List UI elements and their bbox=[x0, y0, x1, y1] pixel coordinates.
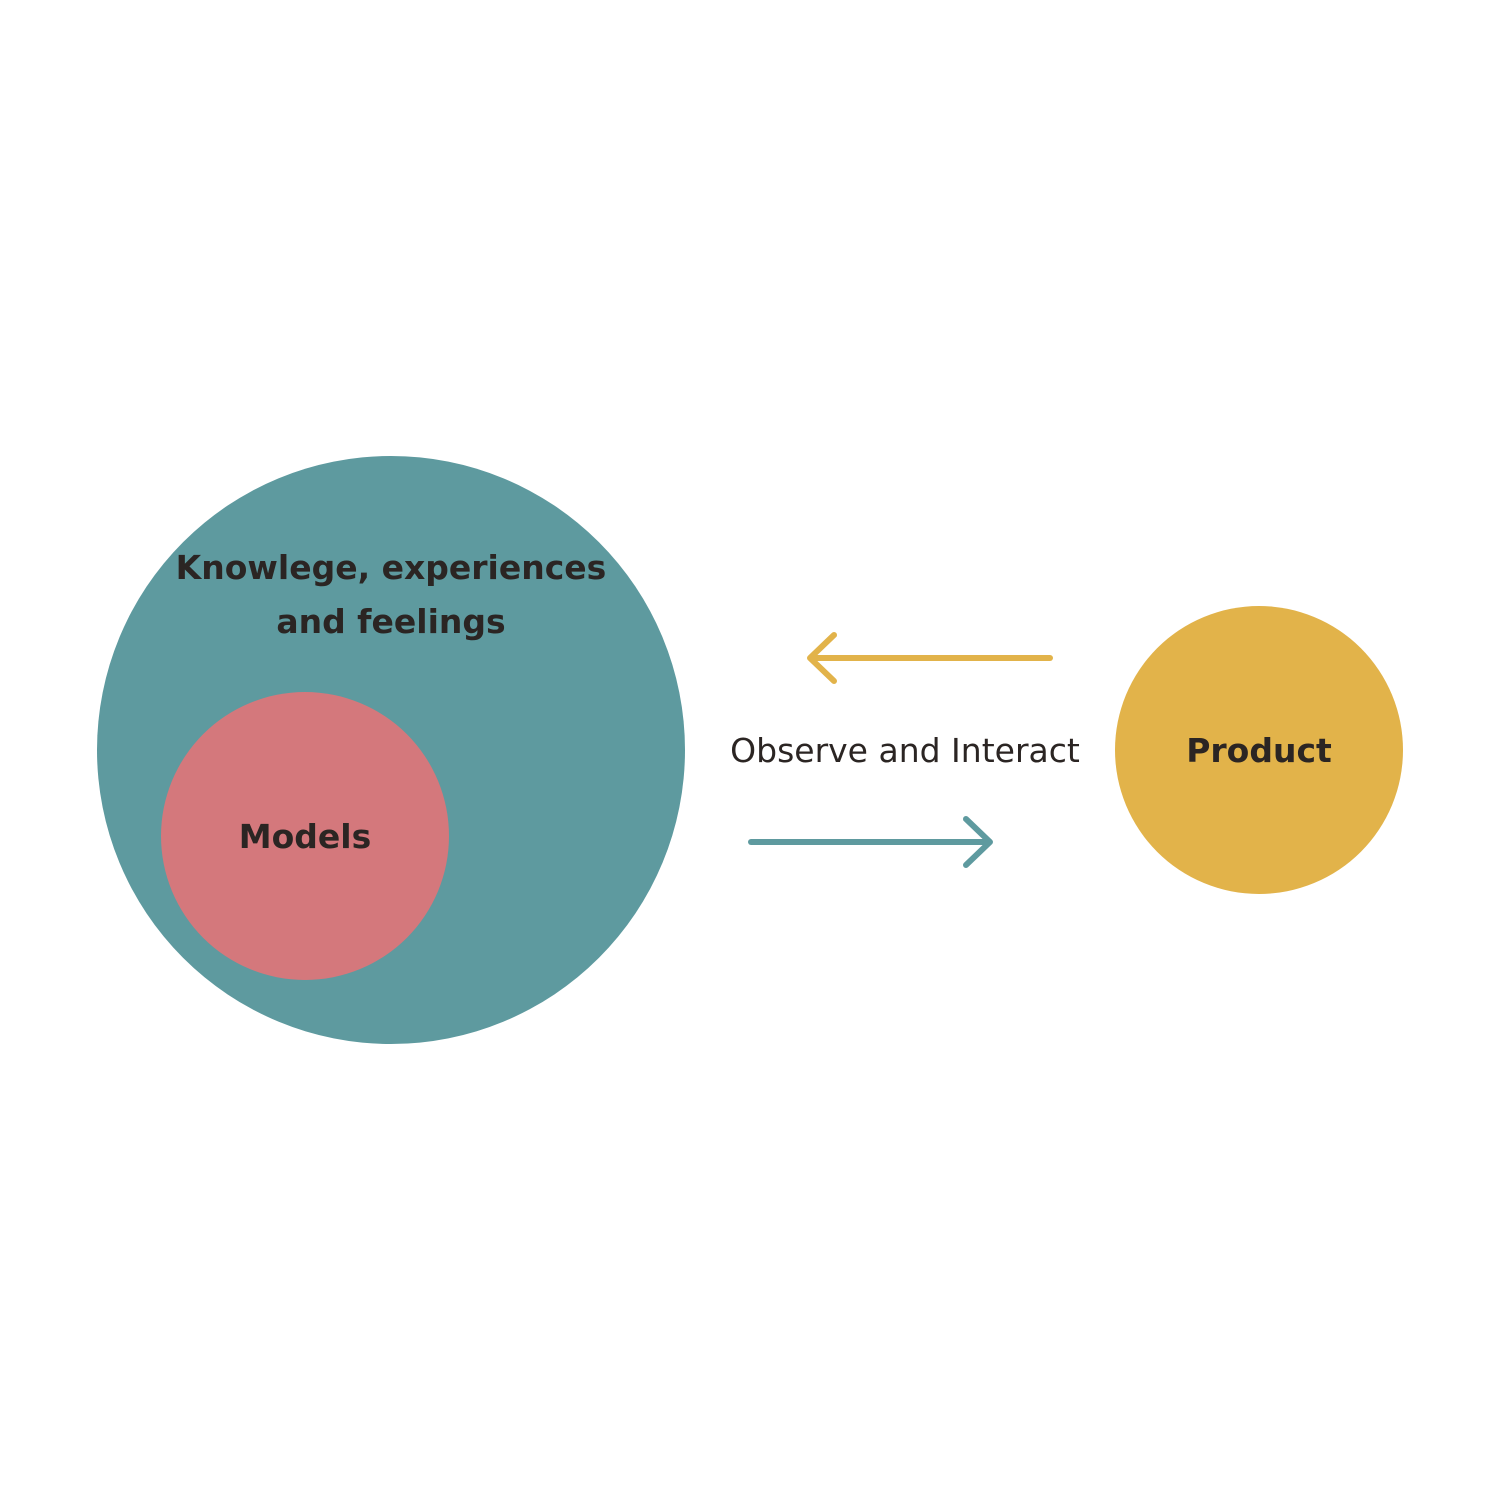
outer-circle-label-line2: and feelings bbox=[276, 602, 505, 641]
inner-circle-label: Models bbox=[239, 817, 371, 856]
connector-label: Observe and Interact bbox=[730, 731, 1080, 770]
arrow-left-icon bbox=[807, 632, 1053, 684]
product-circle bbox=[1115, 606, 1403, 894]
product-circle-label: Product bbox=[1186, 731, 1332, 770]
outer-circle-label-line1: Knowlege, experiences bbox=[176, 548, 607, 587]
inner-circle-models bbox=[161, 692, 449, 980]
arrow-right-icon bbox=[748, 816, 993, 868]
